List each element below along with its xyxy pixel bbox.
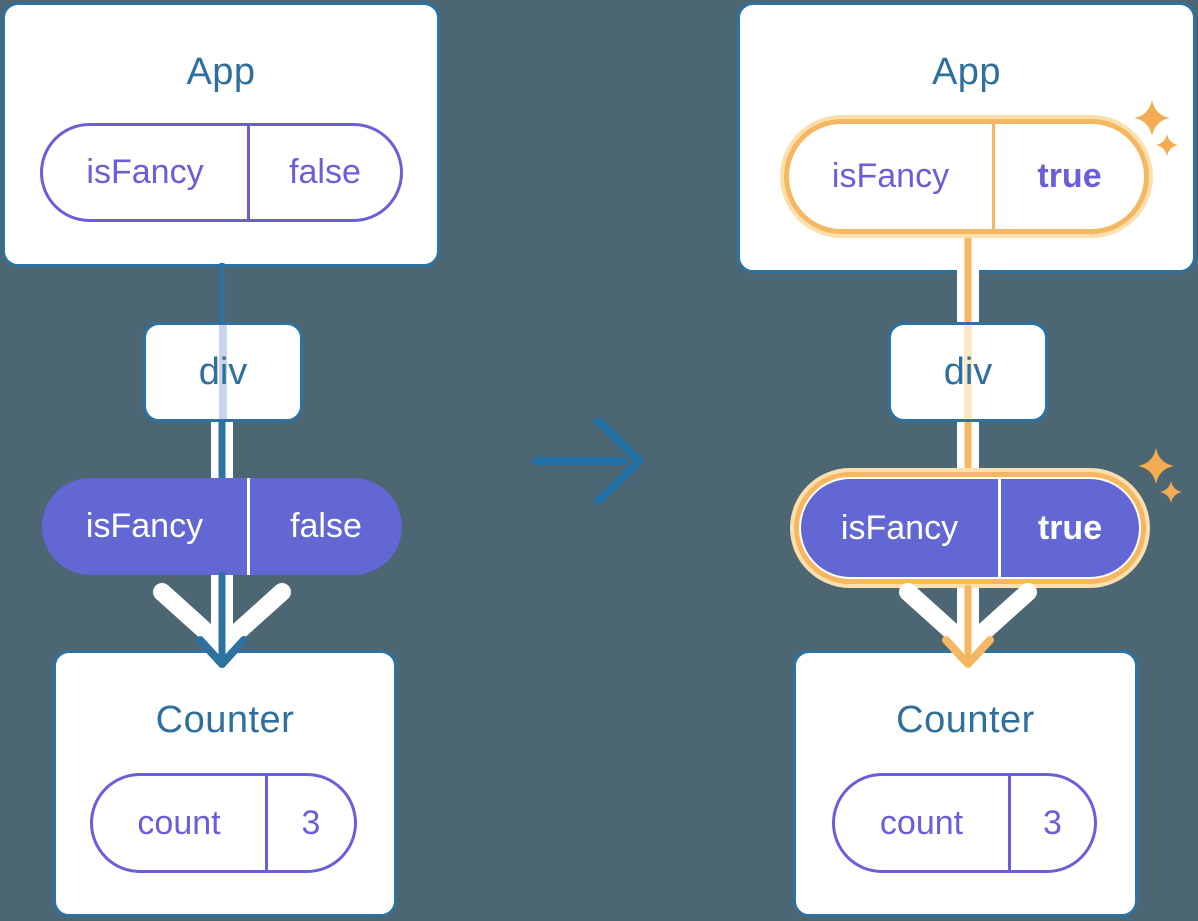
prop-name: isFancy [840, 508, 959, 547]
div-node-before: div [143, 322, 303, 422]
prop-value: false [290, 507, 362, 545]
render-chevron-icon [899, 583, 1037, 655]
prop-flow-casing [211, 575, 233, 650]
prop-name: isFancy [85, 507, 204, 545]
counter-title: Counter [155, 699, 295, 741]
pill-divider [992, 124, 995, 229]
prop-value: true [1037, 157, 1102, 195]
passed-prop-pill-after-highlight: isFancy true [790, 468, 1150, 588]
div-label: div [943, 350, 993, 393]
counter-state-pill-after: count 3 [832, 773, 1097, 873]
pill-divider [247, 478, 250, 575]
pill-divider [998, 479, 1001, 577]
tree-edge [219, 263, 225, 325]
render-chevron-icon [153, 583, 291, 655]
div-label: div [198, 350, 248, 393]
prop-flow-casing [957, 420, 979, 472]
counter-title: Counter [896, 699, 1035, 741]
sparkles-icon [1138, 448, 1183, 504]
state-value: 3 [1043, 803, 1062, 842]
prop-trace-line [219, 325, 227, 419]
prop-flow-casing [957, 588, 979, 650]
app-title: App [931, 51, 1002, 93]
prop-value: false [289, 153, 361, 191]
passed-prop-pill-after: isFancy true [801, 479, 1139, 577]
app-prop-pill-after: isFancy true [784, 119, 1149, 234]
passed-prop-ring: isFancy true [794, 472, 1146, 584]
state-value: 3 [301, 803, 321, 842]
transition-arrow-icon [532, 417, 644, 505]
prop-name: isFancy [831, 157, 950, 195]
app-title: App [186, 51, 256, 93]
app-prop-pill-before: isFancy false [40, 123, 403, 222]
state-name: count [879, 803, 964, 842]
prop-trace-line [964, 325, 972, 419]
pill-divider [1008, 776, 1011, 870]
state-name: count [137, 803, 221, 842]
pill-divider [265, 776, 268, 870]
passed-prop-pill-before: isFancy false [42, 478, 402, 575]
pill-divider [247, 126, 250, 219]
prop-flow-casing [211, 420, 233, 480]
app-prop-pill-after-highlight: isFancy true [780, 115, 1153, 238]
prop-name: isFancy [86, 153, 204, 191]
prop-flow-line [218, 420, 226, 480]
div-node-after: div [888, 322, 1048, 422]
counter-state-pill-before: count 3 [90, 773, 357, 873]
prop-flow-line-highlighted [964, 420, 972, 472]
prop-value: true [1037, 508, 1103, 547]
